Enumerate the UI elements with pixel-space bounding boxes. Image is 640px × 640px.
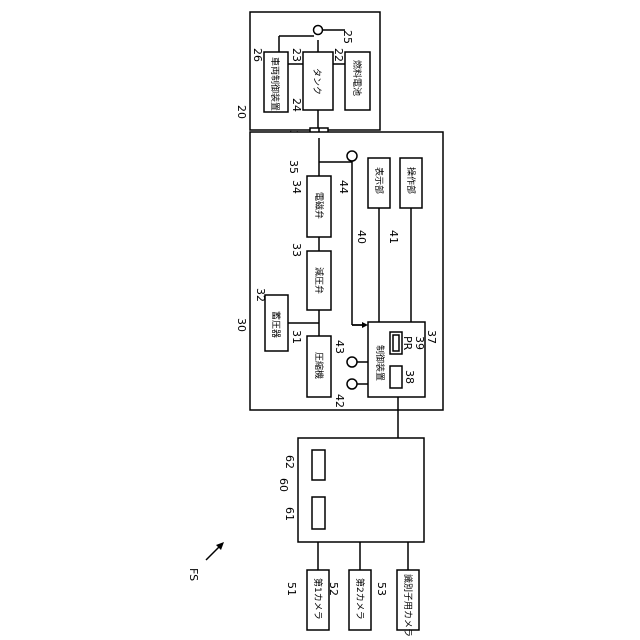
sensor-44: [347, 151, 357, 161]
ref-41: 41: [387, 230, 400, 244]
ref-30: 30: [235, 318, 248, 332]
ref-35: 35: [287, 160, 300, 174]
fuel-cell-label: 燃料電池: [351, 60, 363, 96]
ref-39: 39: [413, 336, 426, 350]
sensor-42: [347, 379, 357, 389]
ref-22: 22: [332, 48, 345, 62]
ref-40: 40: [355, 230, 368, 244]
ref-43: 43: [333, 340, 346, 354]
ref-52: 52: [327, 582, 340, 596]
ref-24: 24: [290, 98, 303, 112]
pressure-reducing-valve-label: 減圧弁: [313, 267, 325, 294]
ref-32: 32: [254, 288, 267, 302]
ref-31: 31: [290, 330, 303, 344]
ref-33: 33: [290, 243, 303, 257]
unit-62: [312, 450, 325, 480]
compressor-label: 圧縮機: [313, 352, 325, 379]
sensor-25: [314, 26, 323, 35]
ref-34: 34: [290, 180, 303, 194]
ref-61: 61: [283, 507, 296, 521]
unit-61: [312, 497, 325, 529]
sensor-43: [347, 357, 357, 367]
display-label: 表示部: [373, 167, 385, 194]
operation-label: 操作部: [405, 167, 417, 194]
ref-38: 38: [403, 370, 416, 384]
ref-23: 23: [290, 48, 303, 62]
id-camera-label: 識別子用カメラ: [402, 574, 414, 637]
ref-20: 20: [235, 105, 248, 119]
processor-38: [390, 366, 402, 388]
accumulator-label: 蓄圧器: [270, 311, 282, 338]
camera-1-label: 第1カメラ: [312, 578, 324, 620]
tank-label: タンク: [311, 68, 322, 95]
ref-25: 25: [341, 30, 354, 44]
ref-62: 62: [283, 455, 296, 469]
ref-51: 51: [285, 582, 298, 596]
ref-42: 42: [333, 394, 346, 408]
ref-pr: PR: [401, 336, 414, 351]
ref-60: 60: [277, 478, 290, 492]
camera-2-label: 第2カメラ: [354, 578, 366, 620]
solenoid-valve-label: 電磁弁: [313, 192, 325, 219]
ref-53: 53: [375, 582, 388, 596]
ref-26: 26: [251, 48, 264, 62]
controller-label: 制御装置: [374, 345, 386, 381]
ref-fs: FS: [187, 568, 200, 581]
ref-44: 44: [337, 180, 350, 194]
program-storage-inner: [393, 335, 399, 351]
vehicle-control-label: 車両制御装置: [269, 57, 281, 111]
